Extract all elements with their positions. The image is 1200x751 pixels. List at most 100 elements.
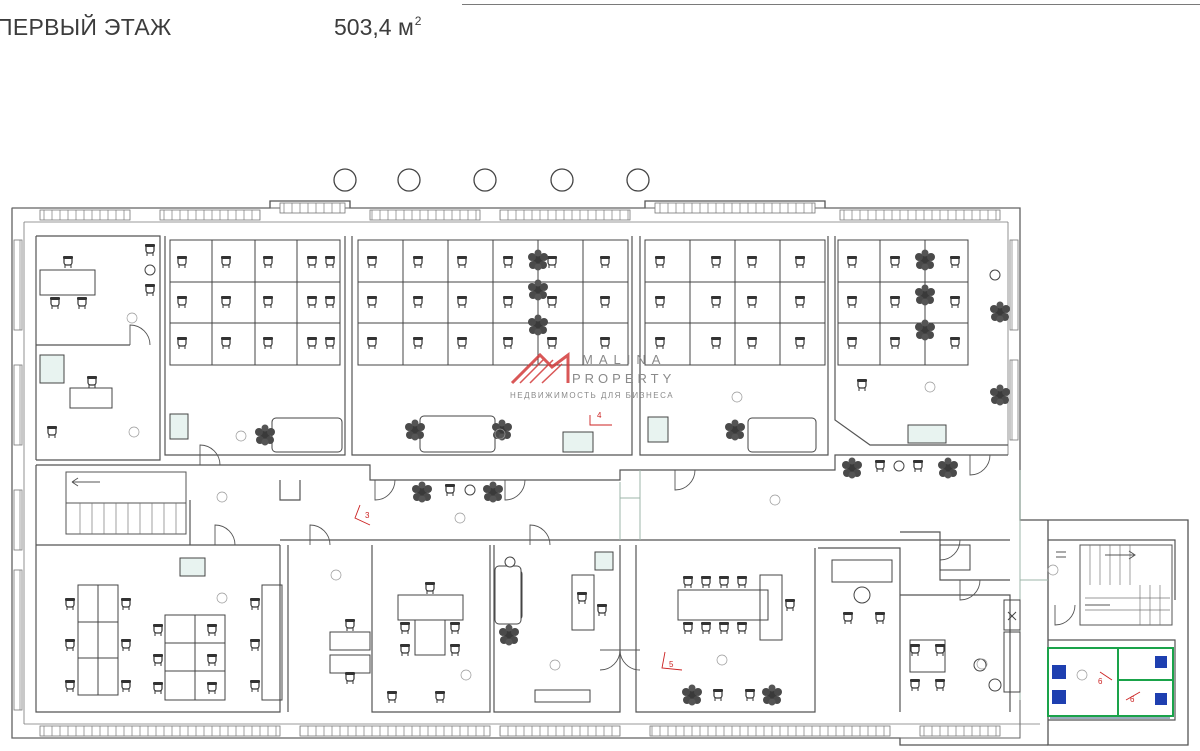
plant-icon <box>938 457 958 479</box>
office-chair-icon <box>842 611 854 625</box>
column-circle-icon <box>333 168 357 192</box>
staircase-icon <box>1056 544 1173 626</box>
office-chair-icon <box>444 483 456 497</box>
office-chair-icon <box>399 621 411 635</box>
office-chair-icon <box>449 621 461 635</box>
floor-area: 503,4 м2 <box>334 14 421 41</box>
office-chair-icon <box>120 679 132 693</box>
office-chair-icon <box>206 681 218 695</box>
office-chair-icon <box>794 336 806 350</box>
office-chair-icon <box>76 296 88 310</box>
office-chair-icon <box>306 295 318 309</box>
office-chair-icon <box>746 255 758 269</box>
office-chair-icon <box>546 255 558 269</box>
staircase-icon <box>65 471 187 535</box>
office-chair-icon <box>152 681 164 695</box>
office-chair-icon <box>599 295 611 309</box>
plant-icon <box>528 279 548 301</box>
door-arc-icon <box>374 479 396 501</box>
office-chair-icon <box>746 295 758 309</box>
office-chair-icon <box>262 336 274 350</box>
office-chair-icon <box>856 378 868 392</box>
office-chair-icon <box>64 597 76 611</box>
office-chair-icon <box>846 336 858 350</box>
office-chair-icon <box>262 295 274 309</box>
office-chair-icon <box>120 597 132 611</box>
plant-icon <box>842 457 862 479</box>
office-chair-icon <box>249 679 261 693</box>
office-chair-icon <box>424 581 436 595</box>
office-chair-icon <box>794 255 806 269</box>
office-chair-icon <box>64 679 76 693</box>
office-chair-icon <box>874 459 886 473</box>
office-chair-icon <box>262 255 274 269</box>
office-chair-icon <box>206 653 218 667</box>
office-chair-icon <box>434 690 446 704</box>
door-arc-icon <box>504 479 526 501</box>
office-chair-icon <box>344 618 356 632</box>
office-chair-icon <box>49 296 61 310</box>
plant-icon <box>528 249 548 271</box>
windows <box>13 202 1019 737</box>
office-chair-icon <box>682 621 694 635</box>
office-chair-icon <box>152 623 164 637</box>
office-chair-icon <box>909 678 921 692</box>
floor-area-value: 503,4 м <box>334 14 414 40</box>
office-chair-icon <box>152 653 164 667</box>
office-chair-icon <box>912 459 924 473</box>
plant-icon <box>725 419 745 441</box>
door-arc-icon <box>214 524 236 546</box>
office-chair-icon <box>654 255 666 269</box>
office-chair-icon <box>176 336 188 350</box>
plant-icon <box>915 249 935 271</box>
office-chair-icon <box>399 643 411 657</box>
office-chair-icon <box>949 255 961 269</box>
restroom <box>1047 647 1174 719</box>
office-chair-icon <box>502 336 514 350</box>
office-chair-icon <box>412 336 424 350</box>
office-chair-icon <box>502 255 514 269</box>
plant-icon <box>499 624 519 646</box>
office-chair-icon <box>62 255 74 269</box>
office-chair-icon <box>344 671 356 685</box>
kitchen-appliances <box>939 544 1021 693</box>
office-chair-icon <box>546 295 558 309</box>
office-chair-icon <box>120 638 132 652</box>
office-chair-icon <box>599 336 611 350</box>
office-chair-icon <box>700 575 712 589</box>
office-chair-icon <box>794 295 806 309</box>
office-chair-icon <box>366 255 378 269</box>
office-chair-icon <box>176 255 188 269</box>
office-chair-icon <box>889 295 901 309</box>
office-chair-icon <box>86 375 98 389</box>
door-arc-icon <box>129 324 151 346</box>
exit-label-5: 5 <box>669 660 674 669</box>
office-chair-icon <box>889 336 901 350</box>
office-chair-icon <box>846 255 858 269</box>
sofas <box>144 264 1002 692</box>
office-chair-icon <box>412 255 424 269</box>
office-chair-icon <box>718 621 730 635</box>
door-arc-icon <box>199 444 221 466</box>
office-chair-icon <box>736 621 748 635</box>
office-chair-icon <box>144 283 156 297</box>
toilet-icon <box>1052 690 1066 704</box>
door-arc-icon <box>939 539 961 561</box>
door-arc-icon <box>959 579 981 601</box>
plant-icon <box>528 314 548 336</box>
door-arc-icon <box>309 524 331 546</box>
office-chair-icon <box>64 638 76 652</box>
plant-icon <box>990 384 1010 406</box>
office-chair-icon <box>449 643 461 657</box>
office-chair-icon <box>784 598 796 612</box>
office-chair-icon <box>654 295 666 309</box>
office-chair-icon <box>710 336 722 350</box>
office-chair-icon <box>144 243 156 257</box>
office-chair-icon <box>710 255 722 269</box>
equipment <box>39 354 947 577</box>
exit-label-4: 4 <box>597 411 602 420</box>
office-chair-icon <box>599 255 611 269</box>
column-circle-icon <box>397 168 421 192</box>
office-chair-icon <box>596 603 608 617</box>
